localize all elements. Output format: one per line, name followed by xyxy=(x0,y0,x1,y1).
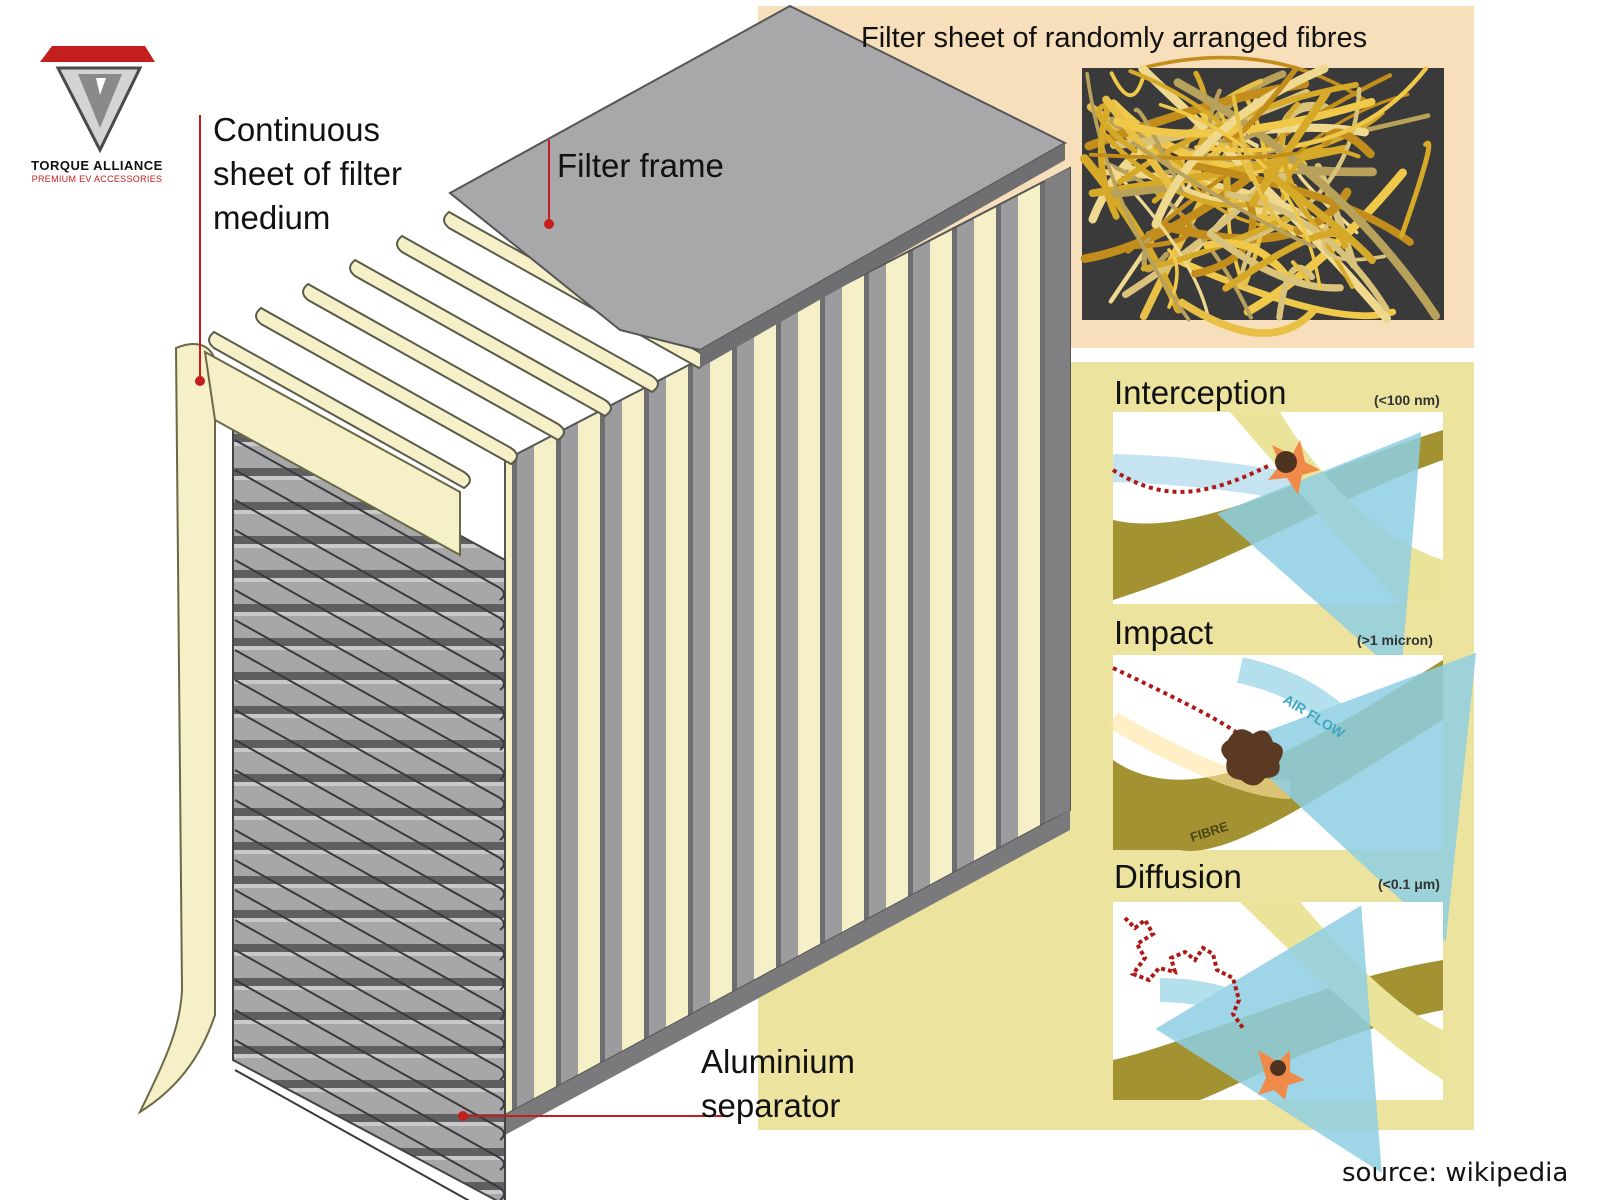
source-credit: source: wikipedia xyxy=(1342,1158,1569,1188)
leader-lines xyxy=(195,115,724,1121)
filter-frame-label: Filter frame xyxy=(557,147,724,184)
interception-tile xyxy=(1111,412,1443,678)
impact-size: (>1 micron) xyxy=(1357,632,1433,648)
impact-tile: AIR FLOW FIBRE xyxy=(1108,652,1477,942)
impact-title: Impact xyxy=(1114,614,1214,651)
continuous-sheet-line-2: sheet of filter xyxy=(213,155,402,192)
aluminium-separator-line-1: Aluminium xyxy=(701,1043,856,1080)
continuous-sheet-label: Continuous sheet of filter medium xyxy=(213,108,402,240)
diffusion-tile xyxy=(1113,902,1443,1173)
interception-title: Interception xyxy=(1114,374,1287,411)
interception-size: (<100 nm) xyxy=(1374,392,1440,408)
fibre-mat-image xyxy=(1080,55,1444,337)
diffusion-size: (<0.1 μm) xyxy=(1378,876,1440,892)
frame-right-edge xyxy=(1045,168,1070,822)
brand-name: TORQUE ALLIANCE xyxy=(31,158,163,173)
fibre-sheet-label: Filter sheet of randomly arranged fibres xyxy=(861,22,1368,54)
continuous-sheet-line-1: Continuous xyxy=(213,111,380,148)
filter-side-face xyxy=(505,168,1070,1115)
aluminium-separator-label: Aluminium separator xyxy=(701,1040,855,1128)
aluminium-separator-line-2: separator xyxy=(701,1087,841,1124)
diffusion-title: Diffusion xyxy=(1114,858,1242,895)
torque-alliance-logo-mark xyxy=(40,46,155,154)
frame-bottom-edge xyxy=(505,810,1070,1135)
brand-tagline: PREMIUM EV ACCESSORIES xyxy=(31,174,163,184)
filter-medium-sheet xyxy=(137,343,216,1115)
continuous-sheet-line-3: medium xyxy=(213,199,331,236)
